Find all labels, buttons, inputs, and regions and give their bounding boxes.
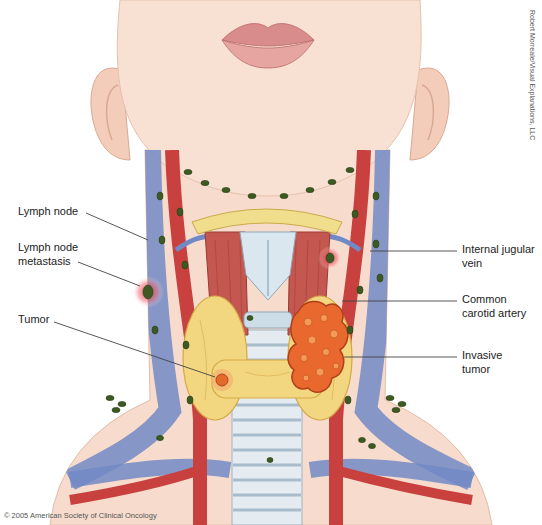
part-label: Common carotid artery xyxy=(462,293,538,321)
copyright-text: © 2005 American Society of Clinical Onco… xyxy=(4,511,157,520)
part-label: Invasive tumor xyxy=(462,349,524,377)
part-label: Tumor xyxy=(18,313,78,327)
part-label: Lymph node xyxy=(18,205,98,219)
credit-text: Robert Morreale/Visual Explanations, LLC xyxy=(527,10,536,140)
part-label: Internal jugular vein xyxy=(462,243,538,271)
part-label: Lymph node metastasis xyxy=(18,241,94,269)
